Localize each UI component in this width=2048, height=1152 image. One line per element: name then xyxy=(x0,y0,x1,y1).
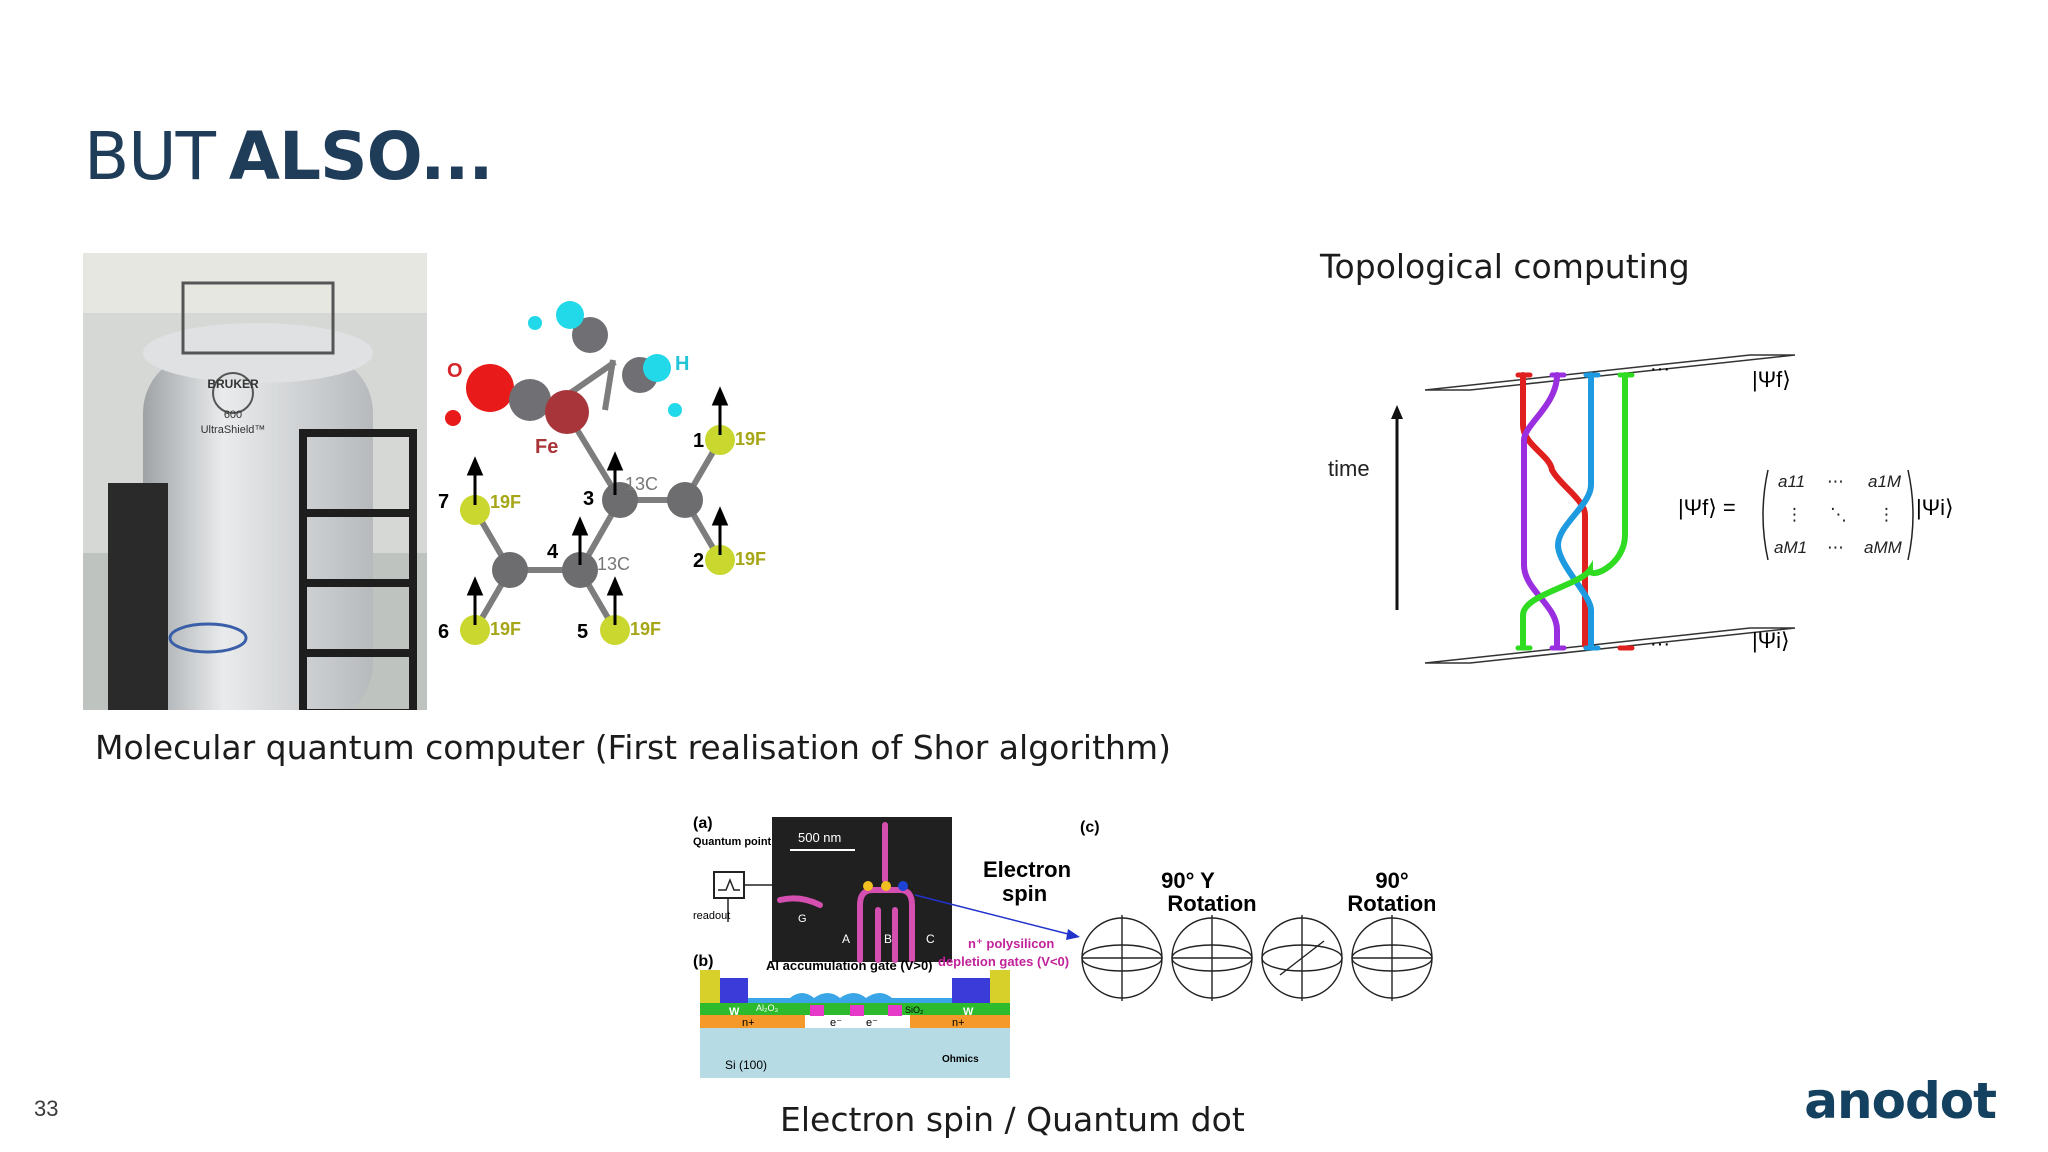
carbon-label-3: 13C xyxy=(625,474,658,494)
n-plus-right: n+ xyxy=(952,1017,965,1029)
nmr-brand: BRUKER xyxy=(207,377,259,391)
equation-right: |Ψi⟩ xyxy=(1916,495,1954,520)
caption-electron-spin: Electron spin / Quantum dot xyxy=(780,1100,1245,1139)
time-arrow-icon xyxy=(1391,405,1403,419)
carbon-label-4: 13C xyxy=(597,554,630,574)
substrate-layer xyxy=(700,1028,1010,1078)
matrix-hdots-bottom: ⋯ xyxy=(1827,538,1844,557)
caption-topological: Topological computing xyxy=(1320,247,1690,286)
label-c: (c) xyxy=(1080,819,1100,836)
atom-number-6: 6 xyxy=(438,621,449,643)
braid-diagram: time ··· ··· |Ψf⟩ |Ψi⟩ |Ψf⟩ = a11 ⋯ a1M … xyxy=(1328,354,1954,664)
equation-left: |Ψf⟩ = xyxy=(1678,495,1736,520)
ohmics-label: Ohmics xyxy=(942,1054,979,1065)
matrix-ddots: ⋱ xyxy=(1830,505,1847,524)
page-number: 33 xyxy=(34,1096,59,1121)
rot-x-label-2: Rotation xyxy=(1347,891,1435,916)
rot-y-label-1: 90° Y xyxy=(1161,868,1215,893)
nmr-product: UltraShield™ xyxy=(201,424,266,436)
atom-number-4: 4 xyxy=(547,541,559,563)
accumulation-label: Al accumulation gate (V>0) xyxy=(766,958,933,973)
gate-b-label: B xyxy=(884,932,892,946)
label-a: (a) xyxy=(693,815,713,832)
g-label: G xyxy=(798,913,807,925)
atom-number-3: 3 xyxy=(583,488,594,510)
w-label-left: W xyxy=(729,1006,740,1018)
caption-molecular: Molecular quantum computer (First realis… xyxy=(95,728,1171,767)
gate-c-label: C xyxy=(926,932,935,946)
final-plane xyxy=(1424,354,1796,391)
rot-y-label-2: Rotation xyxy=(1167,891,1256,916)
depletion-label-1: n⁺ polysilicon xyxy=(968,936,1054,951)
atom-o: O xyxy=(447,360,463,382)
n-plus-left: n+ xyxy=(742,1017,755,1029)
atom-number-2: 2 xyxy=(693,550,704,572)
nmr-model: 600 xyxy=(224,409,242,421)
fluorine-label-6: 19F xyxy=(490,619,521,639)
braid-ellipsis-top: ··· xyxy=(1650,358,1670,380)
matrix-aMM: aMM xyxy=(1864,538,1903,557)
time-label: time xyxy=(1328,456,1370,481)
nmr-spectrometer-photo: BRUKER 600 UltraShield™ xyxy=(83,253,427,710)
sio2-label: SiO₂ xyxy=(905,1005,924,1015)
electron-spin-label-1: Electron xyxy=(983,857,1071,882)
braid-ellipsis-bottom: ··· xyxy=(1650,633,1670,655)
fluorine-label-5: 19F xyxy=(630,619,661,639)
quantum-dot-figure: (a) Quantum point contact readout 500 nm… xyxy=(693,815,1435,1078)
atom-fe: Fe xyxy=(535,436,558,458)
readout-meter-icon xyxy=(713,871,745,899)
substrate-label: Si (100) xyxy=(725,1058,767,1072)
molecule-diagram: O Fe H 1 2 3 4 5 6 7 19F 19F 19F 19F 19F… xyxy=(438,301,766,645)
fluorine-label-1: 19F xyxy=(735,429,766,449)
matrix-vdots-right: ⋮ xyxy=(1878,505,1895,524)
spin-arrow-icon xyxy=(1066,929,1080,940)
psi-final-label: |Ψf⟩ xyxy=(1752,367,1791,392)
title-light: BUT xyxy=(84,118,216,195)
matrix-hdots-top: ⋯ xyxy=(1827,472,1844,491)
depletion-label-2: depletion gates (V<0) xyxy=(938,954,1069,969)
scale-label: 500 nm xyxy=(798,830,841,845)
initial-plane xyxy=(1424,627,1796,664)
anodot-logo: anodot xyxy=(1804,1072,1997,1130)
matrix-a11: a11 xyxy=(1778,472,1805,491)
w-label-right: W xyxy=(963,1006,974,1018)
matrix-vdots-left: ⋮ xyxy=(1786,505,1803,524)
matrix-aM1: aM1 xyxy=(1774,538,1807,557)
psi-initial-label: |Ψi⟩ xyxy=(1752,628,1790,653)
rot-x-label-1: 90° xyxy=(1375,868,1408,893)
atom-number-7: 7 xyxy=(438,491,449,513)
atom-number-1: 1 xyxy=(693,430,704,452)
readout-label: readout xyxy=(693,910,730,922)
electron-spin-label-2: spin xyxy=(1002,881,1047,906)
matrix-a1M: a1M xyxy=(1868,472,1902,491)
oxide-label: Al₂O₃ xyxy=(756,1003,778,1013)
label-b: (b) xyxy=(693,953,713,970)
atom-h: H xyxy=(675,353,689,375)
electron-1: e⁻ xyxy=(830,1017,842,1029)
electron-2: e⁻ xyxy=(866,1017,878,1029)
atom-number-5: 5 xyxy=(577,621,588,643)
bloch-spheres xyxy=(1081,915,1433,1001)
fluorine-label-7: 19F xyxy=(490,492,521,512)
title-bold: ALSO... xyxy=(228,118,494,195)
gate-a-label: A xyxy=(842,932,850,946)
fluorine-label-2: 19F xyxy=(735,549,766,569)
